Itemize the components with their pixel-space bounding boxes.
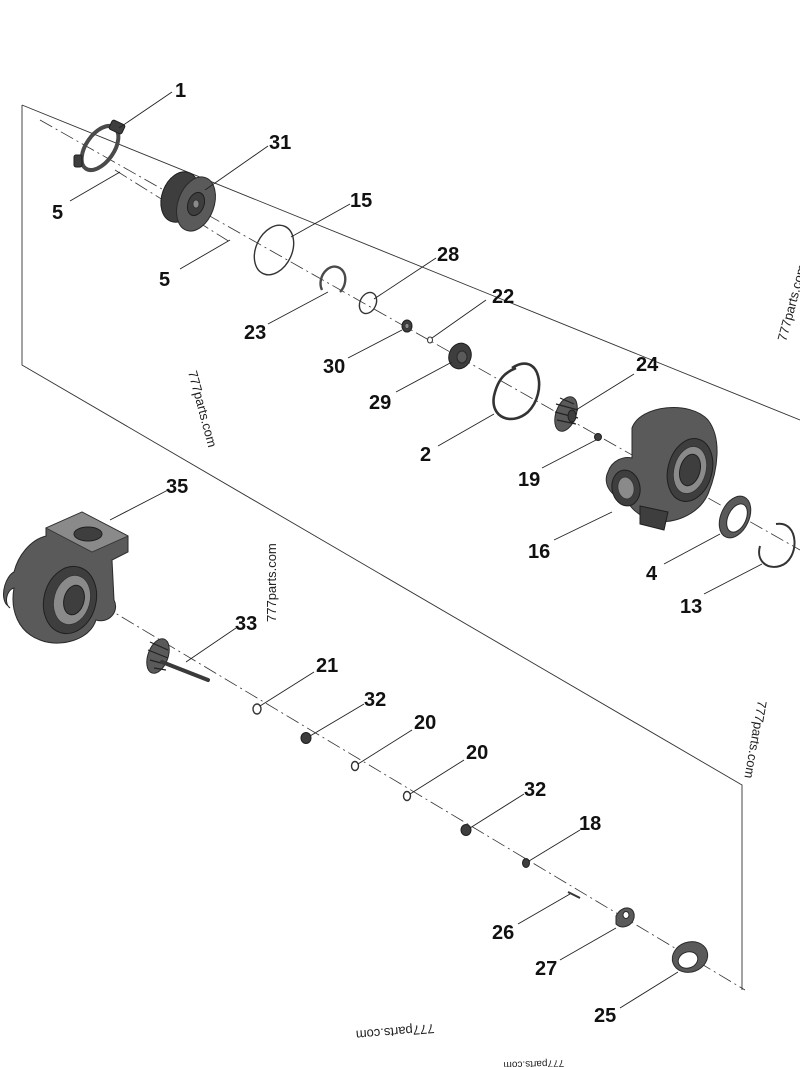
watermark-6: 777parts.com xyxy=(503,1057,564,1067)
callout-21: 21 xyxy=(316,655,338,677)
callout-16: 16 xyxy=(528,541,550,563)
part-29-thrust-bearing xyxy=(448,342,472,370)
part-27-oil-deflector xyxy=(615,907,635,928)
part-33-turbine-shaft xyxy=(146,638,210,682)
part-35-turbine-housing xyxy=(3,511,129,644)
part-2-large-snap-ring xyxy=(492,362,541,421)
callout-27: 27 xyxy=(535,958,557,980)
part-18-spacer xyxy=(522,858,530,868)
callout-31: 31 xyxy=(269,132,291,154)
callout-32: 32 xyxy=(364,689,386,711)
callout-15: 15 xyxy=(350,190,372,212)
callout-23: 23 xyxy=(244,322,266,344)
callout-28: 28 xyxy=(437,244,459,266)
watermark-1: 777parts.com xyxy=(185,369,220,449)
part-22-seal-ring xyxy=(427,336,433,344)
part-21-piston-ring xyxy=(252,703,262,715)
part-32-journal-bearing xyxy=(300,732,312,744)
part-26-pin xyxy=(567,891,581,899)
callout-13: 13 xyxy=(680,596,702,618)
watermark-3: 777parts.com xyxy=(774,263,800,343)
part-28-small-o-ring xyxy=(358,291,378,315)
callout-29: 29 xyxy=(369,392,391,414)
callout-33: 33 xyxy=(235,613,257,635)
leader-lines xyxy=(69,91,763,1009)
callout-24: 24 xyxy=(636,354,659,376)
callout-labels: 1 31 15 28 22 5 5 23 30 29 2 24 19 16 4 … xyxy=(52,80,702,1027)
part-1-clamp xyxy=(73,119,126,172)
part-15-o-ring xyxy=(253,224,295,276)
callout-22: 22 xyxy=(492,286,514,308)
callout-4: 4 xyxy=(646,563,658,585)
callout-5-lower: 5 xyxy=(159,269,170,291)
part-19-nut xyxy=(594,433,602,441)
callout-19: 19 xyxy=(518,469,540,491)
callout-1: 1 xyxy=(175,80,186,102)
callout-20-second: 20 xyxy=(466,742,488,764)
callout-30: 30 xyxy=(323,356,345,378)
center-axes xyxy=(39,119,800,991)
callout-35: 35 xyxy=(166,476,188,498)
callout-25: 25 xyxy=(594,1005,616,1027)
watermark-5: 777parts.com xyxy=(355,1021,435,1043)
callout-26: 26 xyxy=(492,922,514,944)
part-4-insert xyxy=(718,495,752,539)
watermark-4: 777parts.com xyxy=(741,699,769,779)
part-20-retaining-ring-2 xyxy=(402,790,412,802)
part-23-snap-ring xyxy=(319,265,347,293)
callout-5: 5 xyxy=(52,202,63,224)
part-13-snap-ring xyxy=(758,522,796,568)
part-24-compressor-wheel xyxy=(554,396,579,432)
watermark-2: 777parts.com xyxy=(264,543,279,622)
callout-20: 20 xyxy=(414,712,436,734)
callout-32-second: 32 xyxy=(524,779,546,801)
assembly-frame xyxy=(21,104,800,990)
part-16-compressor-housing xyxy=(605,407,718,531)
part-25-seal-plate xyxy=(671,941,709,973)
part-31-bearing-housing xyxy=(160,171,216,232)
part-20-retaining-ring xyxy=(350,760,360,772)
part-32-journal-bearing-2 xyxy=(460,824,472,836)
callout-18: 18 xyxy=(579,813,601,835)
watermarks: 777parts.com 777parts.com 777parts.com 7… xyxy=(185,263,800,1067)
callout-2: 2 xyxy=(420,444,431,466)
part-30-thrust-collar xyxy=(401,319,413,333)
